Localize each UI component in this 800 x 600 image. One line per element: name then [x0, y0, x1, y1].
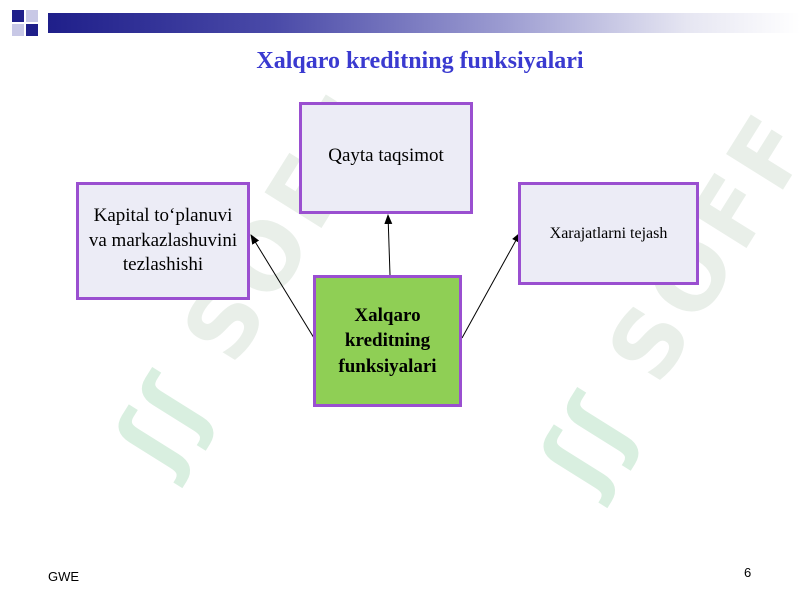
- arrow-to-right: [461, 232, 521, 339]
- header-gradient-bar: [48, 13, 800, 33]
- arrow-to-left: [250, 234, 315, 339]
- page-number: 6: [744, 565, 752, 580]
- node-xarajatlarni-tejash: Xarajatlarni tejash: [518, 182, 699, 285]
- node-label: Xarajatlarni tejash: [549, 224, 668, 242]
- arrow-to-top: [384, 214, 393, 276]
- node-label: Qayta taqsimot: [328, 145, 444, 166]
- node-center-xalqaro-kredit: Xalqaro kreditning funksiyalari: [313, 275, 462, 407]
- node-label: Kapital to‘planuvi va markazlashuvini te…: [88, 204, 238, 276]
- slide-title: Xalqaro kreditning funksiyalari: [256, 48, 584, 74]
- node-qayta-taqsimot: Qayta taqsimot: [299, 102, 473, 214]
- footer-label: GWE: [48, 569, 80, 584]
- node-kapital: Kapital to‘planuvi va markazlashuvini te…: [76, 182, 250, 300]
- node-label: Xalqaro kreditning funksiyalari: [338, 304, 437, 377]
